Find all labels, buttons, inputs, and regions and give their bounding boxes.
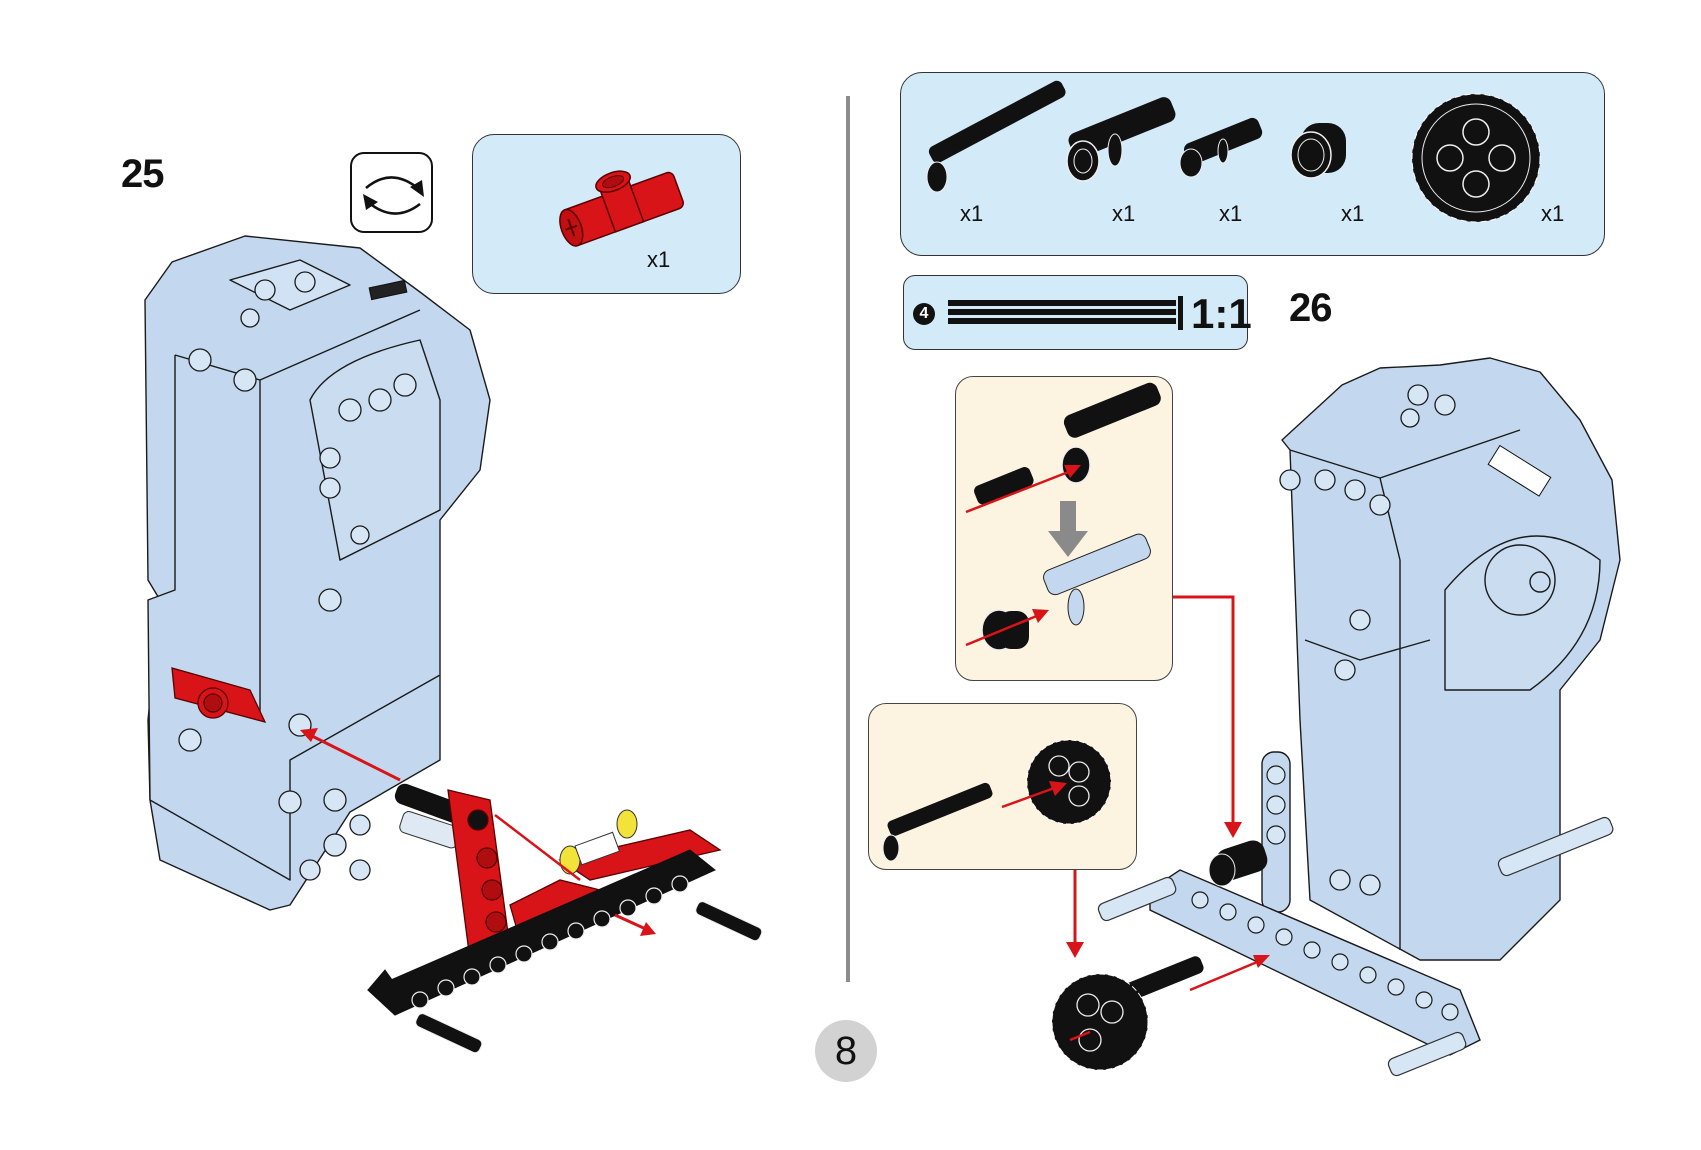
subassembly-axle-gear [868,703,1137,870]
part-qty: x1 [960,201,984,226]
callout-connector-1 [1173,595,1235,825]
long-pin-with-bushing-icon [1066,97,1176,182]
connector-arrow-head [1066,942,1084,958]
parts-icons [926,80,1541,223]
red-axle-pin-connector-icon [559,170,684,247]
part-qty: x1 [1112,201,1136,226]
down-arrow-icon [1048,531,1088,557]
page-divider [846,96,850,982]
install-line [1189,958,1263,992]
subassembly-pin-bush-illustration [965,382,1161,651]
rotate-model-icon [363,176,424,215]
installed-pin-bush [1208,840,1268,887]
parts-callout-step-26: x1 x1 x1 x1 x1 [900,72,1605,256]
rotate-model-indicator [350,152,433,233]
black-long-beam [367,849,716,1016]
page-number-badge: 8 [815,1020,877,1082]
grille-tile-26 [1487,444,1552,497]
light-axles [1097,816,1614,1077]
gear-24-icon [1411,93,1541,223]
red-connector-installed [171,667,267,723]
part-qty: x1 [1219,201,1243,226]
part-qty: x1 [1541,201,1565,226]
step-25-model-illustration [144,235,763,1054]
part-qty: x1 [647,247,671,272]
yellow-pins [559,809,638,875]
subassembly-axle-gear-illustration [882,739,1112,862]
connector-arrow-head [1224,822,1242,838]
beam-holes [1191,765,1459,1021]
gear-axle-to-install [1051,956,1204,1071]
motor-assembly-body [144,235,491,911]
grille-tile [368,279,408,301]
step-number-25: 25 [121,152,164,196]
part-qty: x1 [1341,201,1365,226]
subassembly-pin-bush [955,376,1173,681]
axle-length-badge: 4 [913,303,935,325]
scale-ratio: 1:1 [1191,290,1252,337]
axle-length-gauge: 4 1:1 [903,275,1252,350]
parts-callout-step-25: x1 [472,134,741,294]
bush-icon [1290,123,1346,179]
gear-icon [1026,739,1112,825]
axle-with-stop-icon [926,80,1066,193]
axle-pin-icon [1179,117,1263,178]
install-arrow-head [300,728,318,742]
motor-assembly-body-26 [1281,357,1621,961]
axle-length-bar [948,296,1183,330]
step-number-26: 26 [1289,286,1332,330]
end-axles [415,901,763,1054]
